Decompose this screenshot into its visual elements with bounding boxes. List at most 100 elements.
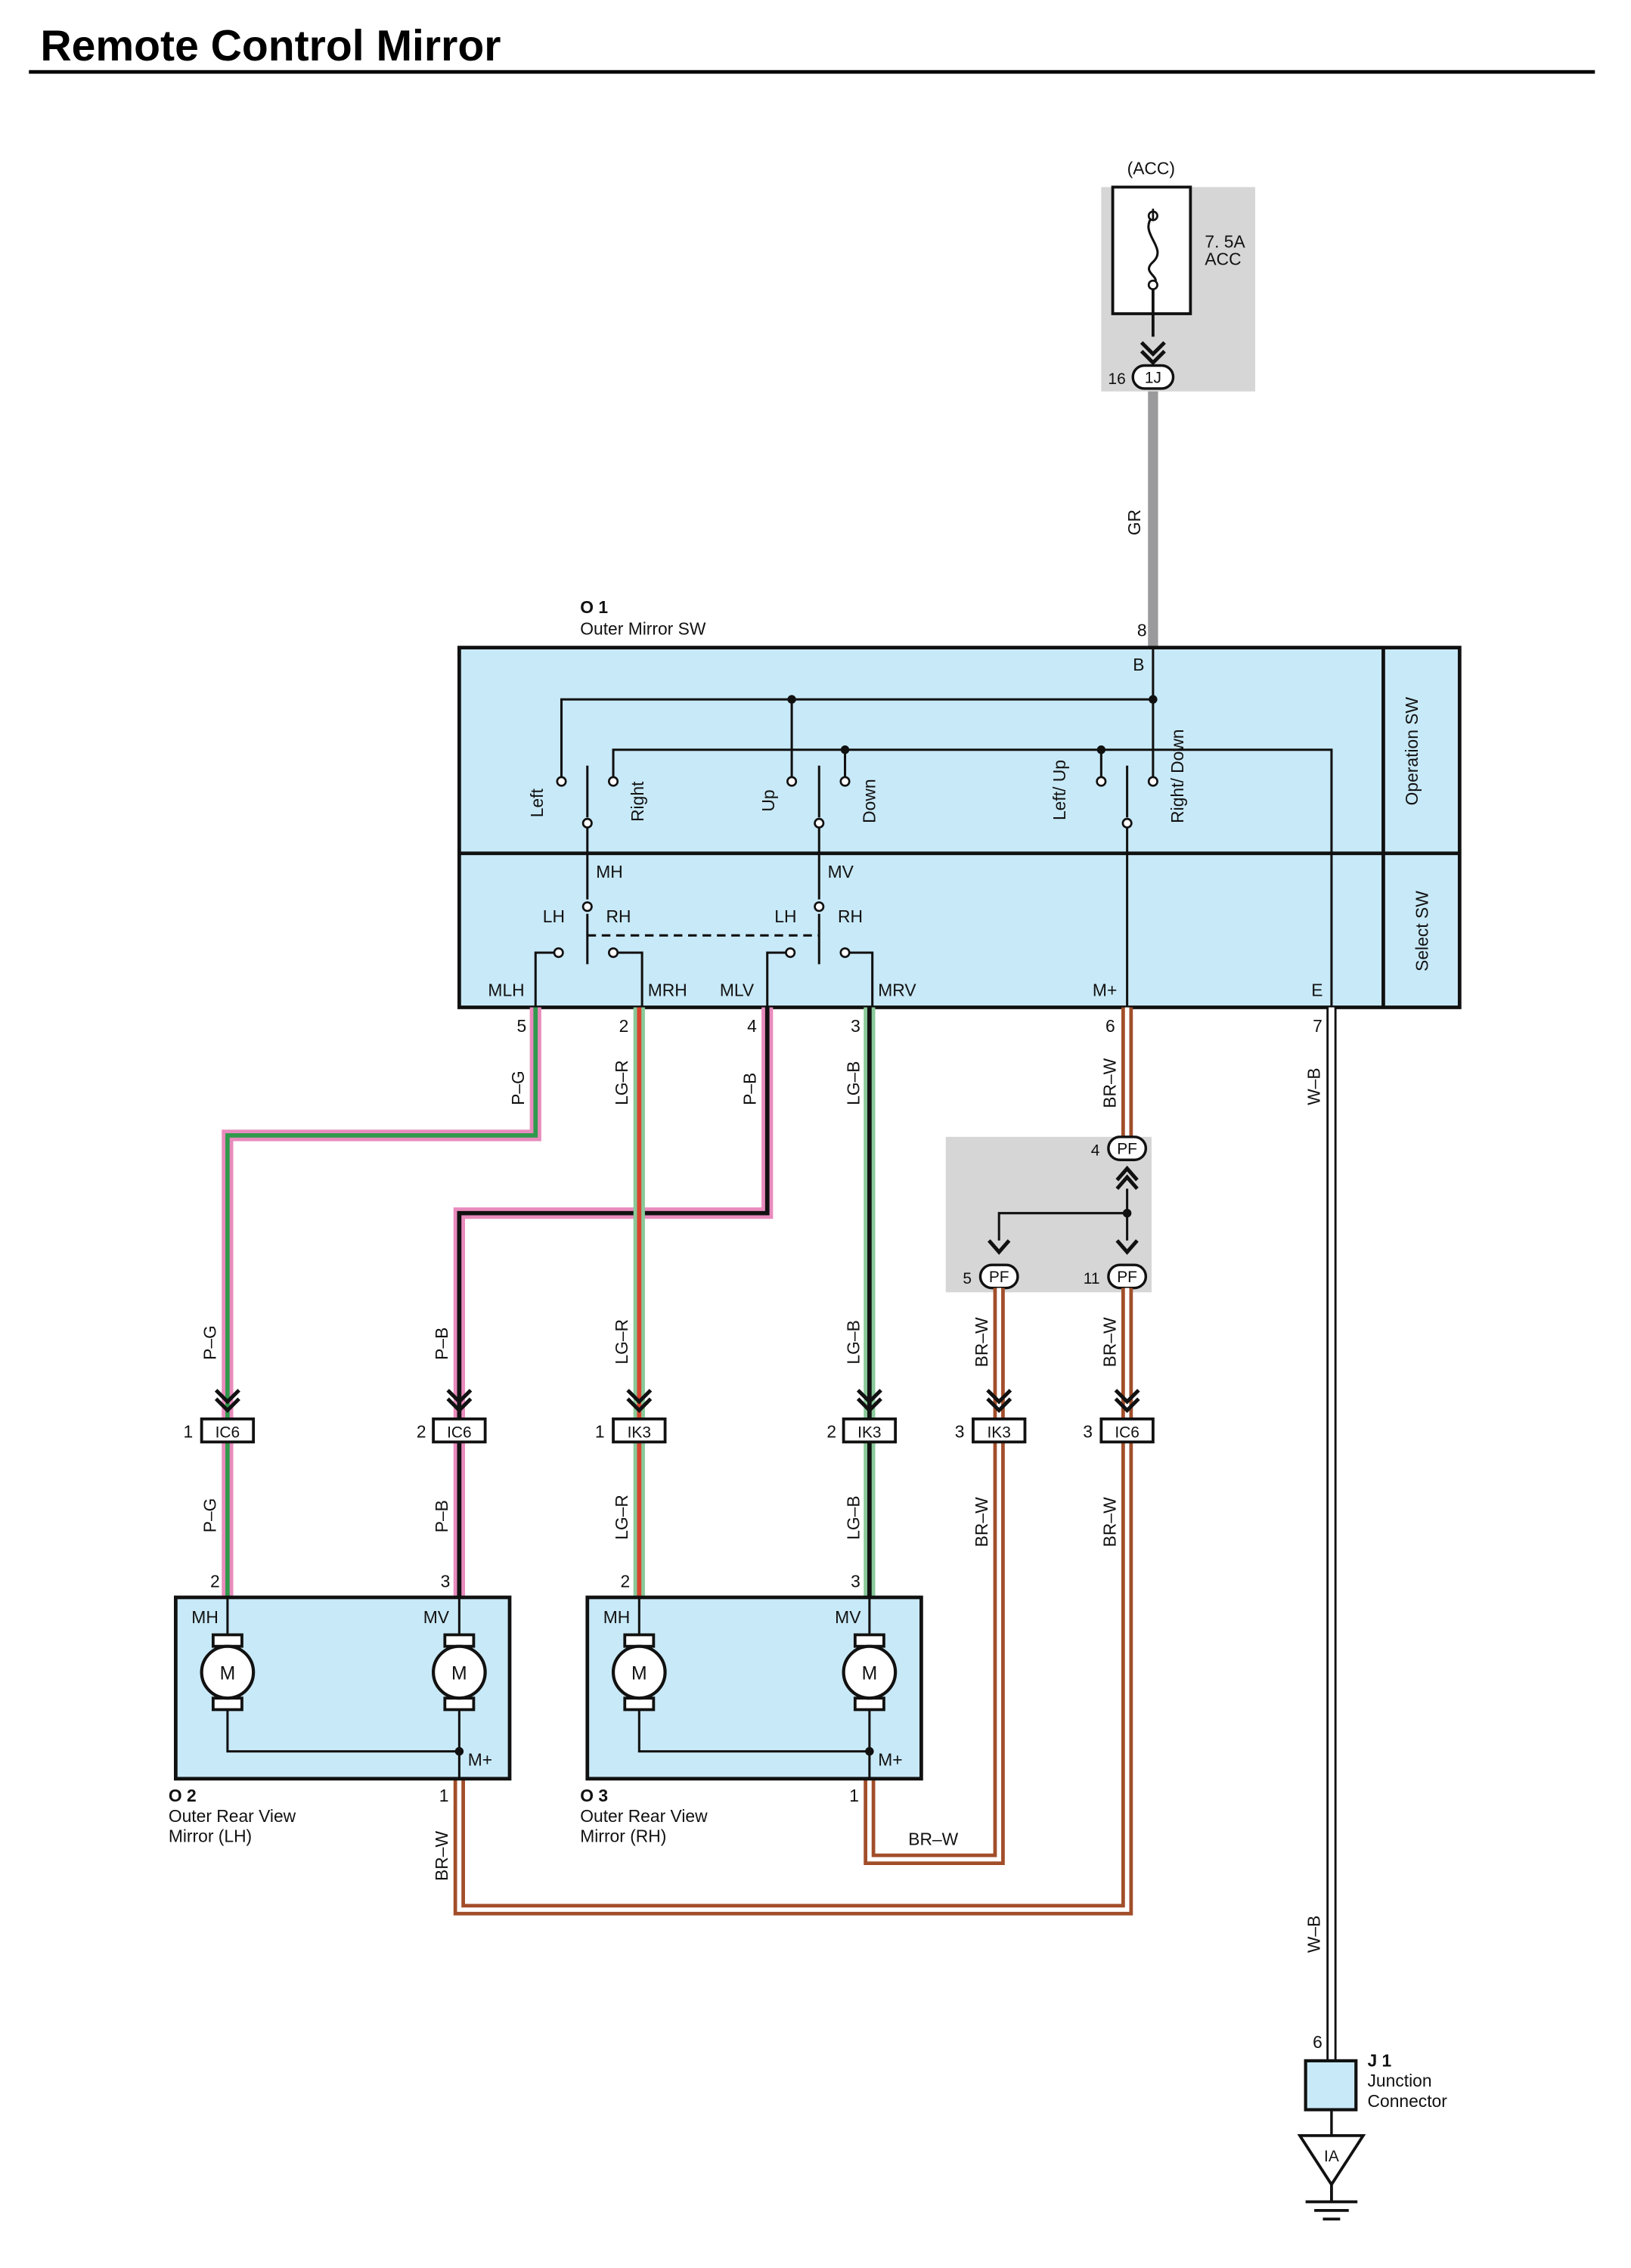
chevron-down-icon [988,1239,1011,1255]
wire-label-p-b-mid: P–B [432,1328,451,1360]
j1-name-1: Junction [1368,2071,1432,2090]
chevron-down-icon [986,1389,1012,1413]
terminal-mlv: MLV [720,980,755,999]
wire-label-p-g-upper: P–G [508,1070,528,1105]
connector-pin-6: 3 [1083,1422,1093,1442]
wire-label-br-w-mid-2: BR–W [1099,1317,1119,1367]
connector-pin-5: 3 [955,1422,965,1442]
contact-right: Right [628,781,647,822]
mirror-lh-mh: MH [191,1607,219,1627]
terminal-mlv-pin: 4 [747,1016,757,1036]
mirror-lh-name-1: Outer Rear View [169,1806,296,1826]
connector-ic6-1 [200,1418,256,1444]
wire-label-br-w-mid-1: BR–W [972,1317,991,1367]
mirror-lh-wire: BR–W [432,1831,451,1881]
switch-name: Outer Mirror SW [580,618,706,638]
connector-pin-4: 2 [826,1422,836,1442]
contact-down: Down [859,779,879,823]
switch-contacts [553,776,1158,959]
select-sw-label: Select SW [1412,891,1431,971]
connector-ik3-3 [972,1418,1027,1444]
chevron-down-icon [1140,341,1166,366]
contact-left: Left [527,788,547,817]
terminal-mlh-pin: 5 [517,1016,527,1036]
connector-1j-pin: 16 [1108,370,1125,388]
ground-code: IA [1324,2148,1339,2165]
pf-connector-out-right-label: PF [1117,1269,1137,1286]
mirror-rh-motor-v: M [862,1663,878,1684]
chevron-down-icon [856,1389,882,1413]
mirror-lh-code: O 2 [169,1786,197,1805]
mirror-rh-name-1: Outer Rear View [580,1806,708,1826]
switch-pin-b-number: 8 [1137,620,1147,640]
mirror-rh-wire: BR–W [908,1829,958,1848]
fuse-rating: 7. 5A [1205,231,1245,251]
pf-connector-in [1107,1136,1148,1161]
wire-label-p-b-lower: P–B [432,1500,451,1532]
lh-pin-mh: 2 [210,1572,220,1591]
lh-pin-mv: 3 [441,1572,451,1591]
fuse-name: ACC [1205,249,1241,268]
wire-label-lg-b-lower: LG–B [844,1495,864,1539]
inline-connectors [200,1389,1155,1444]
j1-name-2: Connector [1368,2091,1448,2111]
rh-pin-mh: 2 [621,1572,631,1591]
motor-icon [432,1633,487,1712]
wire-label-lg-b-mid: LG–B [844,1320,864,1364]
connector-code-5: IK3 [987,1424,1010,1442]
wire-label-br-w-lower-2: BR–W [1099,1497,1119,1547]
mirror-lh-pin: 1 [439,1786,449,1805]
terminal-mrv: MRV [878,980,916,999]
chevron-down-icon [1114,1389,1140,1413]
mirror-rh-mh: MH [603,1607,631,1627]
connector-1j-label: 1J [1145,369,1161,386]
switch-mv: MV [828,862,854,881]
connector-pin-2: 2 [417,1422,426,1442]
pf-pin-out-right: 11 [1084,1270,1100,1287]
terminal-mrv-pin: 3 [851,1016,860,1036]
j1-code: J 1 [1368,2051,1392,2071]
wire-label-w-b-upper: W–B [1304,1067,1324,1105]
wire-label-lg-r-mid: LG–R [612,1319,631,1365]
switch-internal-wiring [534,647,1333,1008]
wire-br-w-rh [864,1287,1005,1866]
connector-code-3: IK3 [628,1424,651,1442]
wire-label-lg-r-lower: LG–R [612,1495,631,1540]
mirror-rh-mv: MV [835,1607,861,1627]
ground-symbol [1305,2184,1358,2221]
wire-label-p-g-lower: P–G [200,1498,220,1533]
terminal-mplus-pin: 6 [1105,1016,1115,1036]
wire-label-w-b-lower: W–B [1304,1916,1324,1953]
mirror-rh-code: O 3 [580,1786,608,1805]
wire-label-br-w-upper: BR–W [1099,1058,1119,1108]
junction-connector-j1 [1304,2059,1358,2112]
fuse-icon [1147,215,1159,287]
terminal-e-pin: 7 [1313,1016,1322,1036]
terminal-mrh-pin: 2 [619,1016,629,1036]
terminal-mrh: MRH [648,980,687,999]
connector-ic6-3 [1099,1418,1155,1444]
page-title: Remote Control Mirror [40,22,501,70]
switch-pin-b: B [1133,655,1144,674]
motor-icon [842,1633,898,1712]
mirror-lh-mv: MV [423,1607,450,1627]
connector-code-1: IC6 [216,1424,240,1442]
pf-pin-out-left: 5 [963,1270,972,1287]
wire-p-g [222,1007,541,1597]
switch-rh-2: RH [838,906,863,926]
motor-icon [200,1633,256,1712]
operation-sw-label: Operation SW [1402,697,1422,806]
switch-rh-1: RH [606,906,631,926]
contact-left-up: Left/ Up [1050,760,1069,820]
pf-pin-in: 4 [1091,1142,1100,1160]
chevron-down-icon [626,1389,653,1413]
wire-label-br-w-lower-1: BR–W [972,1497,991,1547]
wire-br-w-lh [453,1287,1133,1916]
connector-ic6-2 [432,1418,487,1444]
mirror-rh-name-2: Mirror (RH) [580,1826,666,1846]
terminal-e: E [1311,980,1322,999]
mirror-lh-mplus: M+ [468,1750,492,1770]
chevron-down-icon [1115,1239,1139,1255]
wire-label-lg-b-upper: LG–B [844,1061,864,1105]
switch-lh-1: LH [543,906,565,926]
